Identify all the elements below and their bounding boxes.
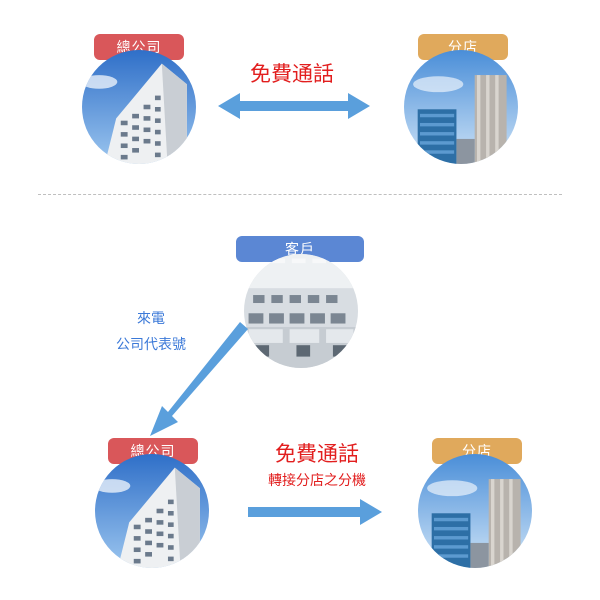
customer-office-photo bbox=[244, 254, 358, 368]
double-arrow-icon bbox=[218, 93, 370, 119]
incoming-call-line1: 來電 bbox=[137, 311, 165, 327]
hq-building-photo-top bbox=[82, 50, 196, 164]
branch-building-photo-top bbox=[404, 50, 518, 164]
forward-arrow-icon bbox=[248, 499, 382, 525]
free-call-label-bottom: 免費通話 bbox=[275, 442, 359, 466]
section-divider bbox=[38, 194, 562, 195]
hq-building-photo-bottom bbox=[95, 454, 209, 568]
incoming-call-label: 來電 公司代表號 bbox=[106, 306, 196, 358]
transfer-extension-label: 轉接分店之分機 bbox=[268, 473, 366, 489]
branch-building-photo-bottom bbox=[418, 454, 532, 568]
incoming-arrow-icon bbox=[150, 322, 248, 436]
incoming-call-line2: 公司代表號 bbox=[116, 337, 186, 353]
free-call-label-top: 免費通話 bbox=[250, 62, 334, 86]
